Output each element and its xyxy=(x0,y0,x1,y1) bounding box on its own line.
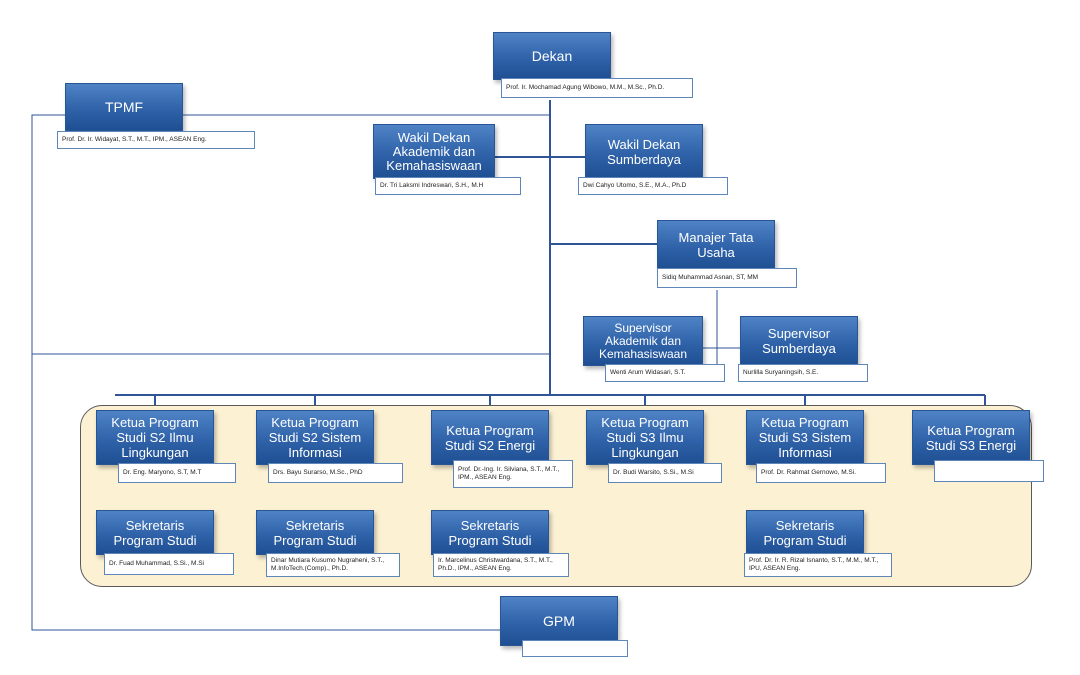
sek-s2-energi-name: Ir. Marcelinus Christwardana, S.T., M.T.… xyxy=(433,553,569,577)
wd-akademik-title: Wakil Dekan Akademik dan Kemahasiswaan xyxy=(373,124,495,179)
sek-s2-si-title: Sekretaris Program Studi xyxy=(256,510,374,555)
kaprodi-s3-ilmu-name: Dr. Budi Warsito, S.Si., M.Si xyxy=(608,463,722,483)
sek-s2-ilmu-title: Sekretaris Program Studi xyxy=(96,510,214,555)
dekan-name: Prof. Ir. Mochamad Agung Wibowo, M.M., M… xyxy=(501,78,693,98)
kaprodi-s3-energi-name xyxy=(934,460,1044,482)
kaprodi-s2-si-name: Drs. Bayu Surarso, M.Sc., PhD xyxy=(268,463,403,483)
sek-s2-ilmu-name: Dr. Fuad Muhammad, S.Si., M.Si xyxy=(104,553,234,575)
wd-sumberdaya-title: Wakil Dekan Sumberdaya xyxy=(585,124,703,179)
sup-sumberdaya-name: Nurlilla Suryaningsih, S.E. xyxy=(738,364,868,382)
sup-akademik-title: Supervisor Akademik dan Kemahasiswaan xyxy=(583,316,703,366)
wd-sumberdaya-name: Dwi Cahyo Utomo, S.E., M.A., Ph.D xyxy=(578,177,728,195)
sup-akademik-name: Wenti Arum Widasari, S.T. xyxy=(605,364,725,382)
wd-akademik-name: Dr. Tri Laksmi Indreswari, S.H., M.H xyxy=(375,177,521,195)
tpmf-title: TPMF xyxy=(65,83,183,131)
kaprodi-s2-ilmu-name: Dr. Eng. Maryono, S.T, M.T xyxy=(118,463,236,483)
tpmf-name: Prof. Dr. Ir. Widayat, S.T., M.T., IPM.,… xyxy=(57,131,255,149)
kaprodi-s2-energi-name: Prof. Dr.-Ing. Ir. Silviana, S.T., M.T.,… xyxy=(453,460,573,488)
kaprodi-s3-energi-title: Ketua Program Studi S3 Energi xyxy=(912,410,1030,465)
kaprodi-s3-ilmu-title: Ketua Program Studi S3 Ilmu Lingkungan xyxy=(586,410,704,465)
kaprodi-s2-si-title: Ketua Program Studi S2 Sistem Informasi xyxy=(256,410,374,465)
gpm-name xyxy=(522,640,628,657)
manajer-title: Manajer Tata Usaha xyxy=(657,220,775,270)
dekan-title: Dekan xyxy=(493,32,611,80)
sek-s2-si-name: Dinar Mutiara Kusumo Nugraheni, S.T., M.… xyxy=(266,553,400,577)
gpm-title: GPM xyxy=(500,596,618,646)
manajer-name: Sidiq Muhammad Asnan, ST, MM xyxy=(657,268,797,288)
kaprodi-s2-energi-title: Ketua Program Studi S2 Energi xyxy=(431,410,549,465)
sek-s3-si-name: Prof. Dr. Ir. R. Rizal Isnanto, S.T., M.… xyxy=(744,553,892,577)
sek-s3-si-title: Sekretaris Program Studi xyxy=(746,510,864,555)
connector-gpm xyxy=(31,114,500,631)
kaprodi-s3-si-title: Ketua Program Studi S3 Sistem Informasi xyxy=(746,410,864,465)
kaprodi-s2-ilmu-title: Ketua Program Studi S2 Ilmu Lingkungan xyxy=(96,410,214,465)
sup-sumberdaya-title: Supervisor Sumberdaya xyxy=(740,316,858,366)
kaprodi-s3-si-name: Prof. Dr. Rahmat Gernowo, M.Si. xyxy=(756,463,886,483)
sek-s2-energi-title: Sekretaris Program Studi xyxy=(431,510,549,555)
